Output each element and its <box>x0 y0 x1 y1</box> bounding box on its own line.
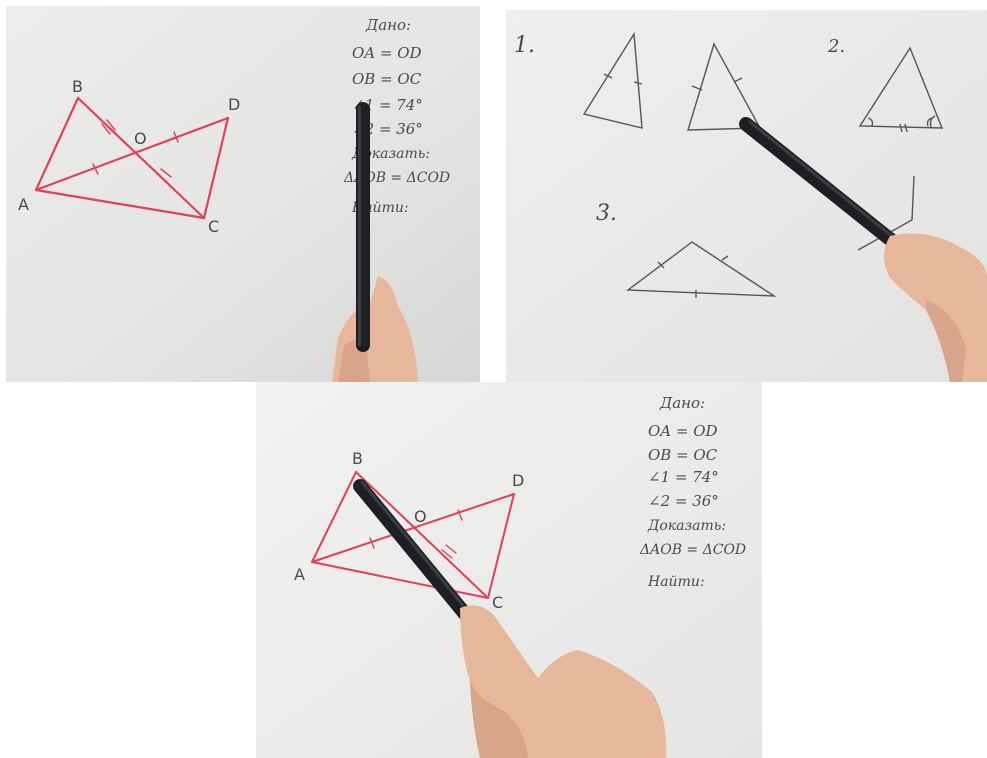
tick-mark <box>92 163 99 175</box>
pen <box>353 479 477 627</box>
tick-mark <box>633 81 643 85</box>
hand-holding-pen <box>353 479 667 758</box>
photo-panel-bottom: B D O A C Дано: OA = OD OB = OC ∠1 = 74°… <box>256 382 762 758</box>
given-line-4: ∠2 = 36° <box>648 492 719 510</box>
segment-dc <box>202 116 230 220</box>
figure-number-1: 1. <box>514 33 535 58</box>
tick-mark <box>733 77 743 83</box>
pen-highlight <box>358 106 361 346</box>
segment-ad <box>311 493 515 563</box>
tick-mark <box>899 123 903 133</box>
point-label-b: B <box>352 449 363 468</box>
triangle-1a <box>582 31 643 129</box>
handwritten-notes: Дано: OA = OD OB = OC ∠1 = 74° ∠2 = 36° … <box>639 394 746 590</box>
triangle-3 <box>626 241 777 297</box>
given-line-3: ∠1 = 74° <box>648 468 719 486</box>
prove-title: Доказать: <box>351 146 430 162</box>
given-line-2: OB = OC <box>648 446 718 464</box>
hand-holding-pen <box>739 117 987 382</box>
point-label-a: A <box>294 565 305 584</box>
angle-arc <box>867 117 874 127</box>
angle-arc <box>926 117 933 127</box>
paper-sheet <box>6 6 480 382</box>
point-label-d: D <box>512 471 524 490</box>
prove-title: Доказать: <box>647 518 726 534</box>
pencil-triangles <box>582 31 944 298</box>
hand-shadow <box>470 682 528 758</box>
triangle-partial <box>857 175 915 251</box>
segment-ad <box>34 116 230 192</box>
tick-mark <box>389 503 399 513</box>
triangle-1b <box>687 42 762 131</box>
tick-mark <box>156 173 168 183</box>
tick-mark <box>101 123 111 135</box>
angle-arc <box>929 115 936 128</box>
given-line-1: OA = OD <box>648 422 718 440</box>
point-label-o: O <box>414 507 427 526</box>
segment-bc <box>355 471 489 599</box>
find-title: Найти: <box>647 574 705 590</box>
given-title: Дано: <box>659 394 705 412</box>
photo-panel-top-left: B D O A C Дано: OA = OD OB = OC ∠1 = 74°… <box>6 6 480 382</box>
segment-dc <box>487 493 515 599</box>
segment-ac <box>34 188 206 220</box>
handwritten-notes: Дано: OA = OD OB = OC ∠1 = 74° ∠2 = 36° … <box>343 16 450 216</box>
tick-mark <box>603 73 613 79</box>
tick-mark <box>457 509 463 521</box>
tick-mark <box>691 85 703 91</box>
tick-mark <box>657 261 665 269</box>
point-label-o: O <box>134 129 147 148</box>
figure-number-3: 3. <box>596 201 617 226</box>
point-label-c: C <box>208 217 219 236</box>
paper-sheet <box>506 10 987 382</box>
tick-mark <box>445 544 457 554</box>
prove-statement: ΔAOB = ΔCOD <box>639 542 746 558</box>
photo-canvas: B D O A C Дано: OA = OD OB = OC ∠1 = 74°… <box>6 6 480 382</box>
tick-mark <box>369 537 375 549</box>
tick-mark <box>904 123 908 133</box>
tick-mark <box>173 131 179 143</box>
pen-highlight <box>360 480 472 616</box>
figure-number-2: 2. <box>827 36 845 57</box>
segment-bc <box>76 96 206 220</box>
tick-mark <box>160 168 172 178</box>
red-triangles-figure <box>311 471 515 599</box>
segment-ac <box>311 561 489 599</box>
given-line-2: OB = OC <box>352 70 422 88</box>
photo-panel-top-right: 1. 2. 3. <box>506 10 987 382</box>
given-title: Дано: <box>365 16 411 34</box>
photo-canvas: B D O A C Дано: OA = OD OB = OC ∠1 = 74°… <box>256 382 762 758</box>
segment-ab <box>311 471 357 563</box>
point-label-d: D <box>228 95 240 114</box>
tick-mark <box>721 255 729 261</box>
hand-shadow <box>926 300 966 382</box>
photo-canvas: 1. 2. 3. <box>506 10 987 382</box>
point-label-a: A <box>18 195 29 214</box>
tick-mark <box>106 119 116 131</box>
segment-ab <box>34 96 80 192</box>
red-triangles-figure <box>34 96 230 220</box>
hand-holding-pen <box>332 102 418 382</box>
given-line-1: OA = OD <box>352 44 422 62</box>
tick-mark <box>441 549 453 559</box>
point-label-c: C <box>492 593 503 612</box>
point-label-b: B <box>72 77 83 96</box>
